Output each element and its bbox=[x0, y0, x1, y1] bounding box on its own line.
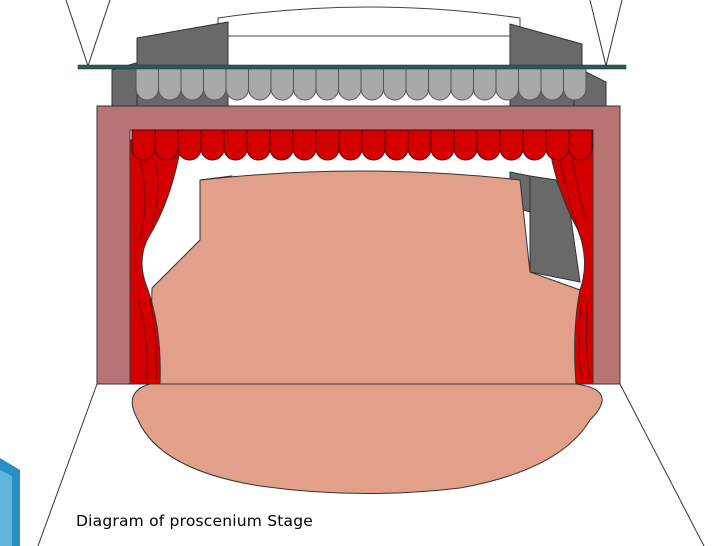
valance-scallop bbox=[522, 129, 547, 161]
border-scallop bbox=[315, 67, 339, 101]
border-scallop bbox=[158, 67, 182, 101]
border-scallop bbox=[135, 67, 159, 101]
border-scallop bbox=[225, 67, 249, 101]
valance-scallop bbox=[476, 129, 501, 161]
valance-scallop bbox=[361, 129, 386, 161]
border-scallop bbox=[495, 67, 519, 101]
valance-scallop bbox=[315, 129, 340, 161]
border-scallop bbox=[450, 67, 474, 101]
stage-floor bbox=[131, 170, 603, 495]
border-scallop bbox=[563, 67, 587, 101]
border-scallop bbox=[428, 67, 452, 101]
border-scallop bbox=[405, 67, 429, 101]
valance-scallop bbox=[568, 129, 593, 161]
border-scallop bbox=[203, 67, 227, 101]
valance-scallop bbox=[269, 129, 294, 161]
valance-scallop bbox=[338, 129, 363, 161]
border-scallop bbox=[518, 67, 542, 101]
valance-scallop bbox=[453, 129, 478, 161]
corner-accent-highlight bbox=[0, 470, 12, 546]
border-scallop bbox=[383, 67, 407, 101]
valance-scallop bbox=[545, 129, 570, 161]
valance-scallop bbox=[246, 129, 271, 161]
diagram-caption: Diagram of proscenium Stage bbox=[76, 512, 313, 530]
valance-scallop bbox=[292, 129, 317, 161]
border-scallop bbox=[540, 67, 564, 101]
valance-scallop bbox=[154, 129, 179, 161]
valance-scallop bbox=[407, 129, 432, 161]
valance-scallop bbox=[200, 129, 225, 161]
valance-scallop bbox=[499, 129, 524, 161]
valance-scallop bbox=[131, 129, 156, 161]
border-scallop bbox=[338, 67, 362, 101]
border-scallop bbox=[180, 67, 204, 101]
valance-scallop bbox=[223, 129, 248, 161]
border-scallop bbox=[473, 67, 497, 101]
valance-scallop bbox=[177, 129, 202, 161]
red-valance-scallops bbox=[131, 129, 593, 161]
valance-scallop bbox=[384, 129, 409, 161]
border-scallop bbox=[360, 67, 384, 101]
batten-bar bbox=[77, 64, 627, 70]
gray-border-scallops bbox=[135, 67, 587, 101]
backdrop-outline bbox=[217, 6, 521, 37]
border-scallop bbox=[248, 67, 272, 101]
right-curtain bbox=[547, 139, 594, 385]
perspective-lines bbox=[37, 0, 705, 546]
border-scallop bbox=[293, 67, 317, 101]
valance-scallop bbox=[430, 129, 455, 161]
border-scallop bbox=[270, 67, 294, 101]
left-curtain bbox=[129, 139, 183, 385]
